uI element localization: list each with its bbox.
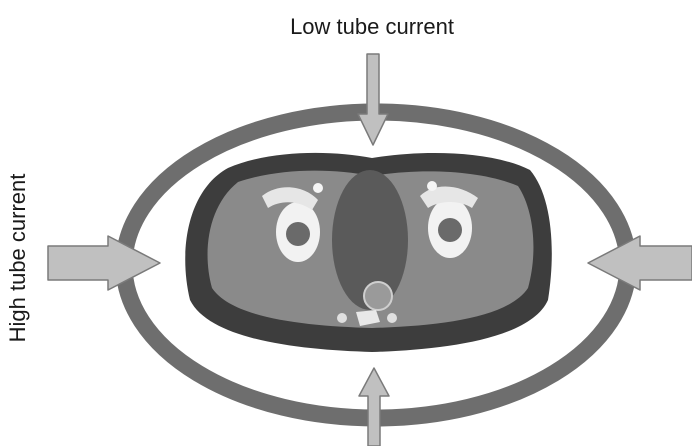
posterior-bone-left: [337, 313, 347, 323]
left-femoral-head: [286, 222, 310, 246]
left-arrow: [48, 236, 160, 290]
top-arrow: [358, 54, 388, 145]
right-vessel: [427, 181, 437, 191]
high-tube-current-label: High tube current: [4, 128, 32, 388]
rectum: [364, 282, 392, 310]
right-arrow: [588, 236, 692, 290]
low-tube-current-label: Low tube current: [0, 14, 692, 40]
left-vessel: [313, 183, 323, 193]
posterior-bone-right: [387, 313, 397, 323]
right-femoral-head: [438, 218, 462, 242]
pelvis-ct-scan: [185, 153, 552, 352]
bottom-arrow: [359, 368, 389, 446]
